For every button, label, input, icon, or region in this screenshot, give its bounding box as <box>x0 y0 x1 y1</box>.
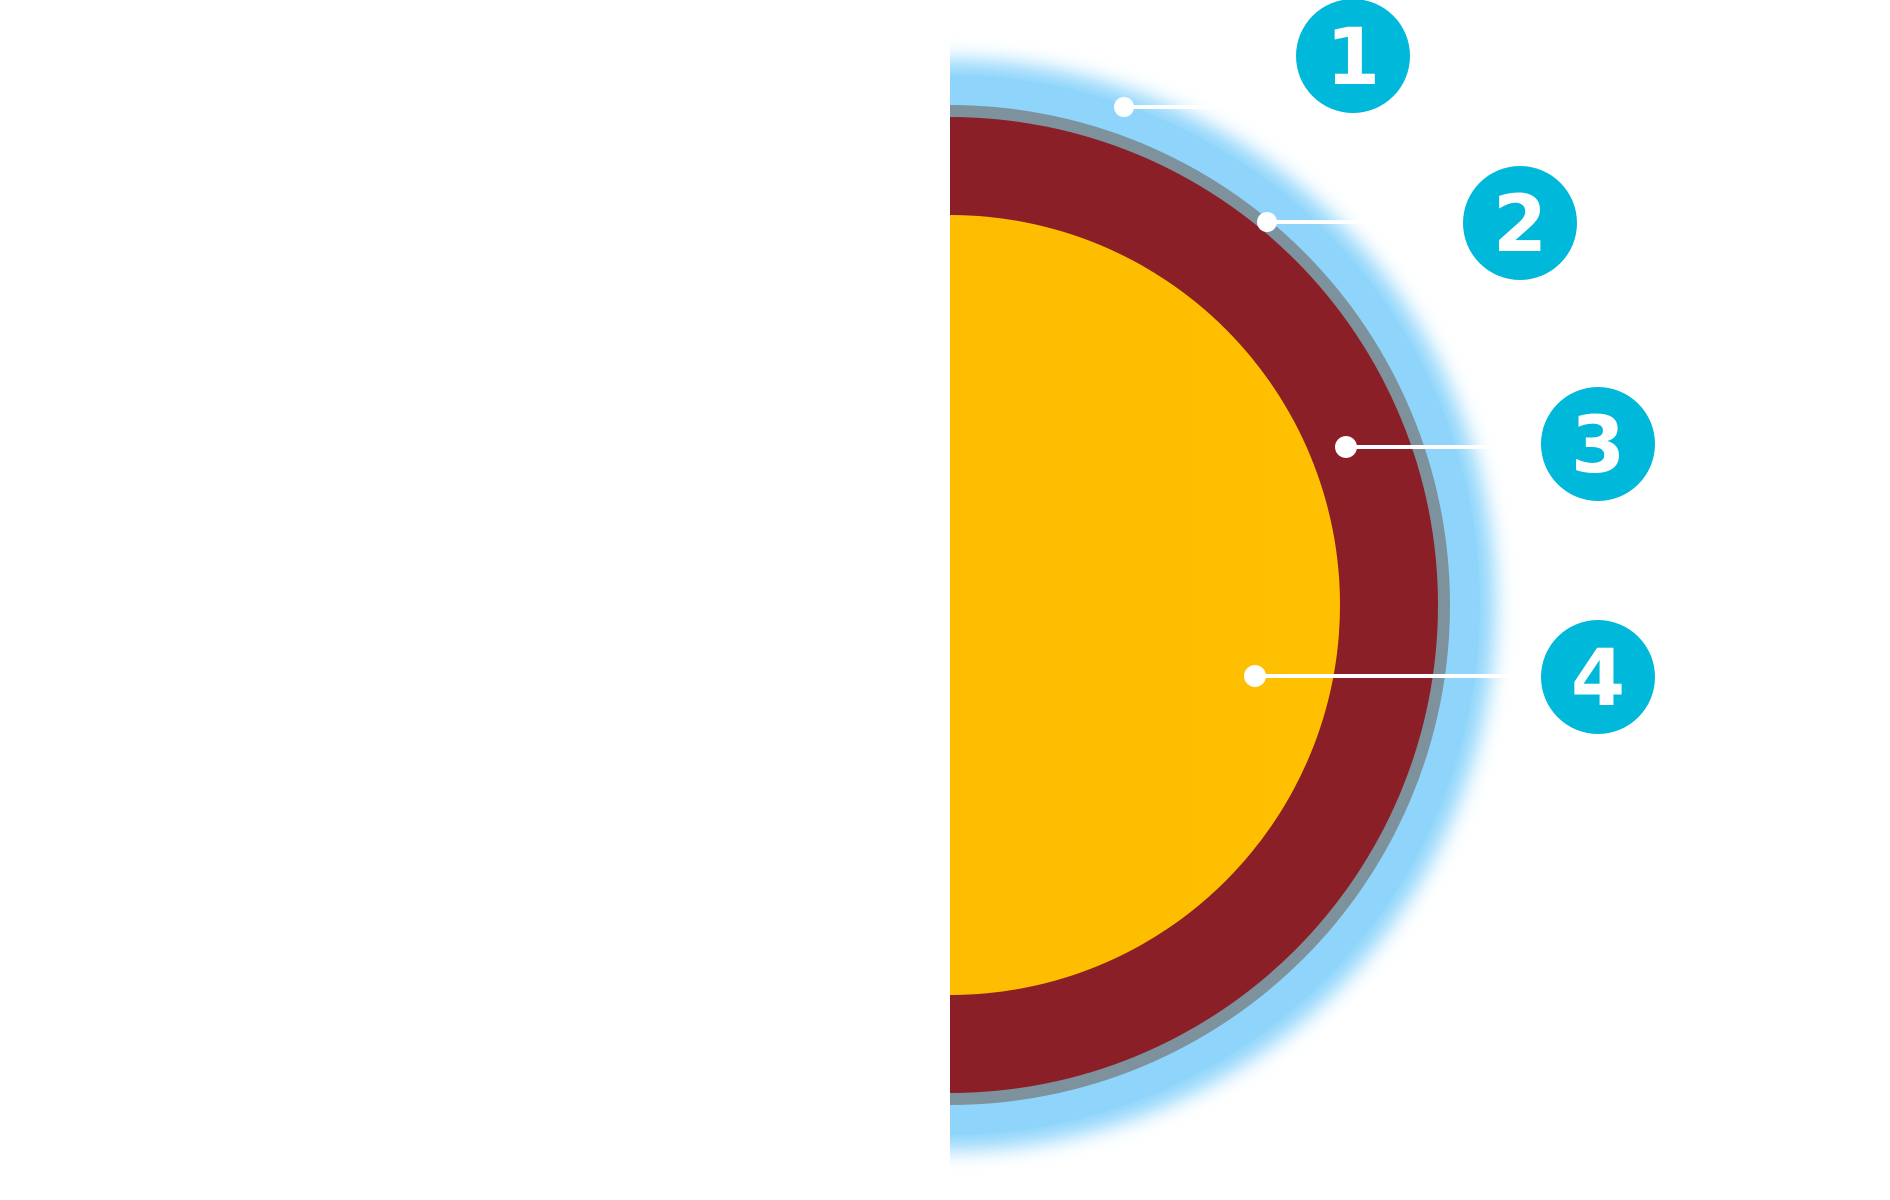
callout-4: 4 <box>1244 620 1655 734</box>
badge-label-2: 2 <box>1493 180 1547 270</box>
core-layer <box>950 215 1340 995</box>
leader-dot-2 <box>1257 212 1277 232</box>
badge-label-3: 3 <box>1571 401 1625 491</box>
callout-3: 3 <box>1335 387 1655 501</box>
number-badge-2 <box>1463 166 1577 280</box>
number-badge-4 <box>1541 620 1655 734</box>
badge-label-4: 4 <box>1571 634 1625 724</box>
leader-dot-4 <box>1244 665 1266 687</box>
leader-dot-1 <box>1114 97 1134 117</box>
leader-dot-3 <box>1335 436 1357 458</box>
number-badge-3 <box>1541 387 1655 501</box>
callout-1: 1 <box>1114 0 1410 117</box>
number-badge-1 <box>1296 0 1410 113</box>
callout-2: 2 <box>1257 166 1577 280</box>
sphere-half <box>950 60 1495 1150</box>
badge-label-1: 1 <box>1326 13 1380 103</box>
